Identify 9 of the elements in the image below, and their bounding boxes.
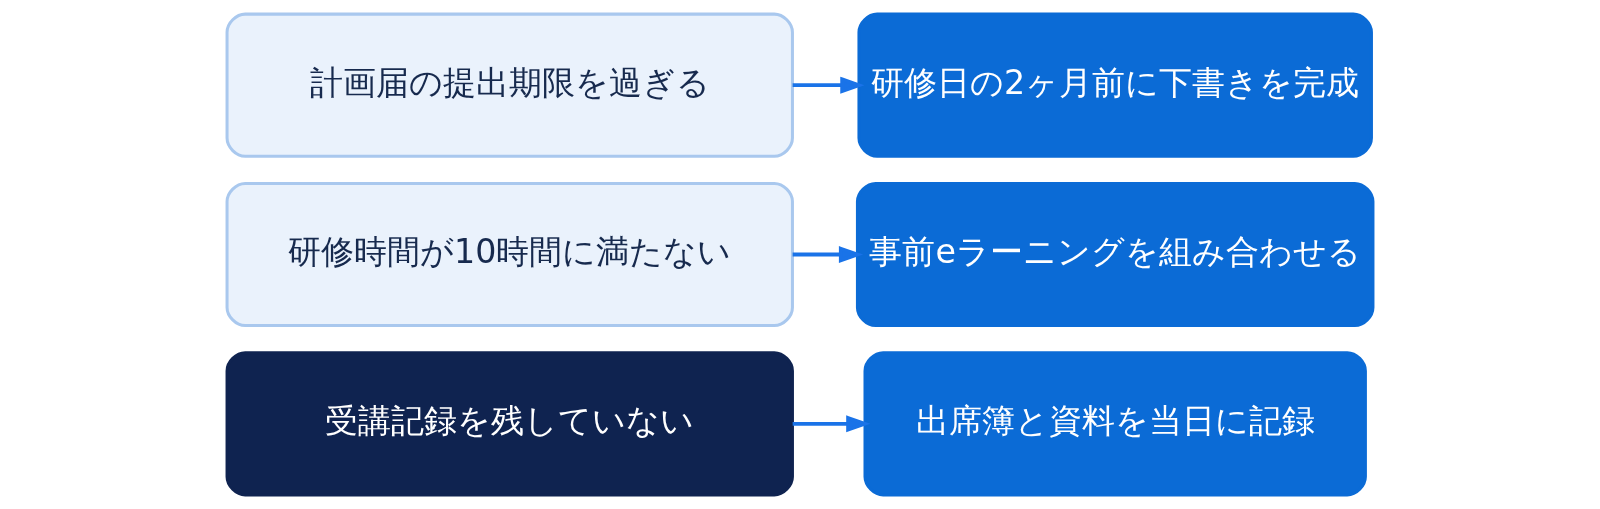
node-box: 出席簿と資料を当日に記録: [863, 351, 1367, 497]
node-box: 研修日の2ヶ月前に下書きを完成: [857, 12, 1373, 158]
node-box: 受講記録を残していない: [225, 351, 794, 497]
arrow: [792, 76, 865, 94]
arrow: [792, 246, 864, 263]
node-box: 事前eラーニングを組み合わせる: [855, 181, 1375, 328]
node-box: 計画届の提出期限を過ぎる: [225, 12, 794, 158]
arrow: [792, 415, 871, 433]
node-box: 研修時間が10時間に満たない: [225, 181, 794, 328]
